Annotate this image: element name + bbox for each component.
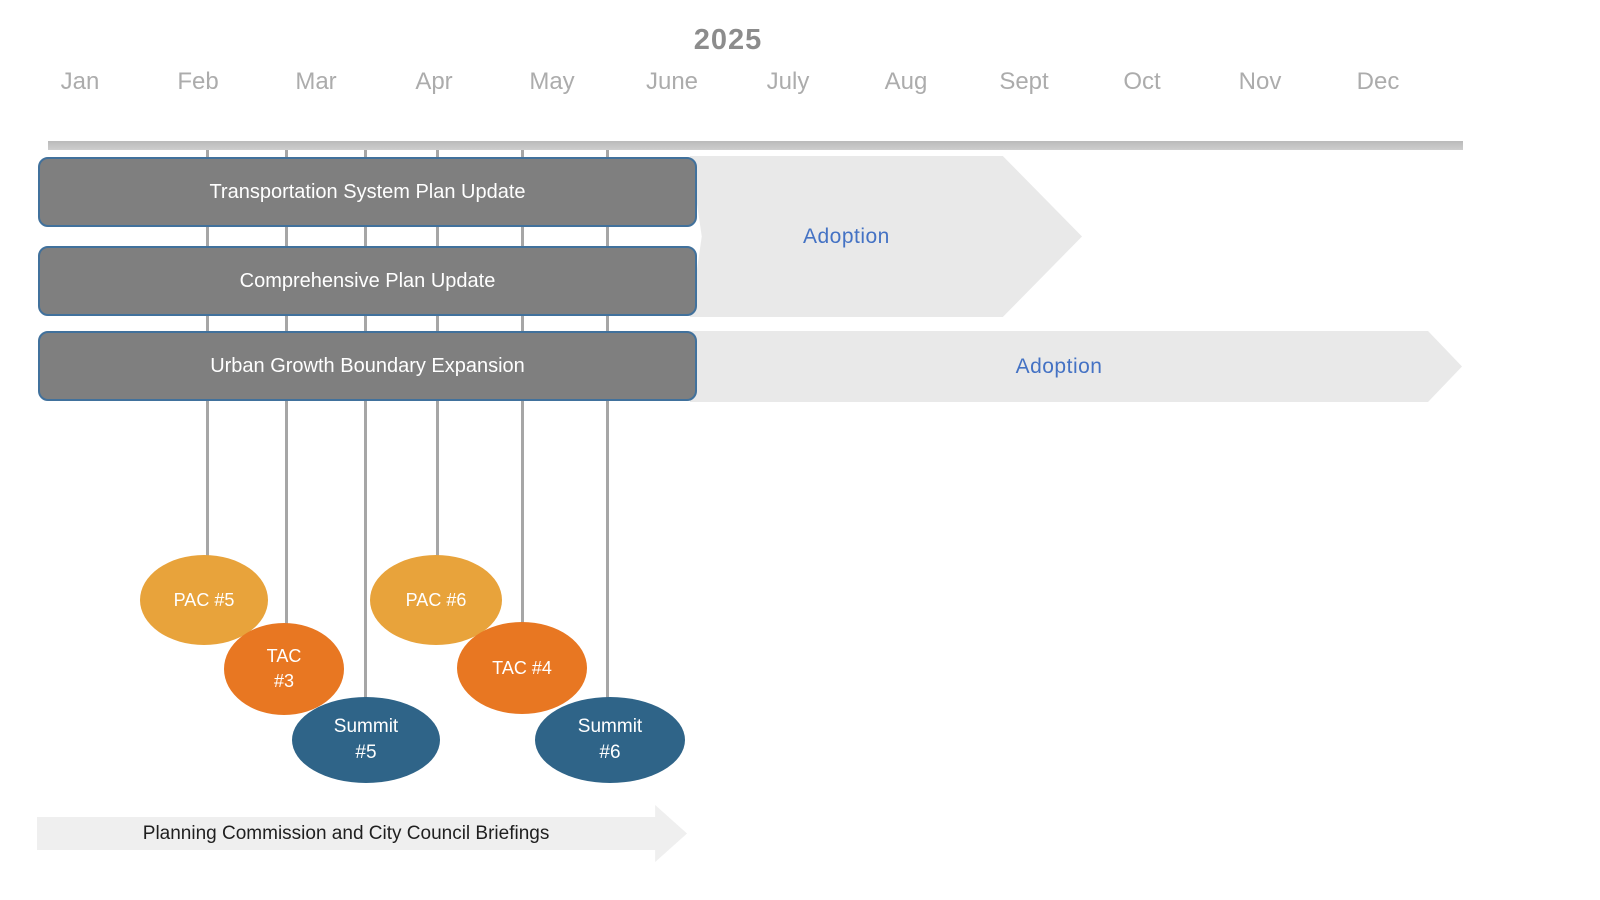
adoption-arrow-plans: Adoption	[690, 156, 1082, 317]
event-bubble-tac-3: TAC #3	[224, 623, 344, 715]
event-label-line1: Summit	[577, 716, 643, 737]
adoption-label: Adoption	[1015, 354, 1103, 378]
month-label-apr: Apr	[415, 68, 453, 95]
event-bubble-tac-4: TAC #4	[457, 622, 587, 714]
event-bubble-pac-5: PAC #5	[140, 555, 268, 645]
briefings-arrow: Planning Commission and City Council Bri…	[37, 805, 687, 862]
project-bar-ugb-expansion: Urban Growth Boundary Expansion	[38, 331, 697, 401]
month-label-july: July	[766, 68, 810, 95]
adoption-label: Adoption	[802, 224, 890, 248]
connector-line-summit6	[605, 150, 609, 699]
event-label-line1: PAC #5	[173, 589, 235, 610]
month-label-mar: Mar	[295, 68, 337, 95]
event-label-line1: Summit	[333, 716, 399, 737]
event-label-line2: #5	[355, 742, 377, 763]
month-label-june: June	[645, 68, 699, 95]
project-bar-transportation: Transportation System Plan Update	[38, 157, 697, 227]
event-bubble-summit-6: Summit #6	[535, 697, 685, 783]
event-bubble-summit-5: Summit #5	[292, 697, 440, 783]
month-label-may: May	[529, 68, 575, 95]
month-label-sept: Sept	[999, 68, 1049, 95]
connector-line-summit5	[363, 150, 367, 699]
month-label-nov: Nov	[1238, 68, 1282, 95]
project-bar-label: Transportation System Plan Update	[209, 180, 526, 203]
project-bar-label: Comprehensive Plan Update	[239, 269, 496, 292]
adoption-arrow-ugb: Adoption	[690, 331, 1462, 402]
month-label-oct: Oct	[1123, 68, 1161, 95]
event-label-line1: TAC #4	[492, 657, 552, 678]
project-bar-comprehensive: Comprehensive Plan Update	[38, 246, 697, 316]
year-label: 2025	[693, 24, 763, 56]
month-label-dec: Dec	[1356, 68, 1400, 95]
event-label-line2: #3	[273, 671, 295, 691]
event-label-line1: TAC	[266, 646, 302, 666]
timeline-bar	[48, 141, 1463, 150]
month-label-feb: Feb	[177, 68, 219, 95]
month-label-aug: Aug	[884, 68, 928, 95]
briefings-arrow-label: Planning Commission and City Council Bri…	[142, 822, 550, 844]
event-label-line2: #6	[599, 742, 621, 763]
project-bar-label: Urban Growth Boundary Expansion	[210, 354, 525, 377]
month-label-jan: Jan	[60, 68, 100, 95]
event-label-line1: PAC #6	[405, 589, 467, 610]
event-bubble-pac-6: PAC #6	[370, 555, 502, 645]
